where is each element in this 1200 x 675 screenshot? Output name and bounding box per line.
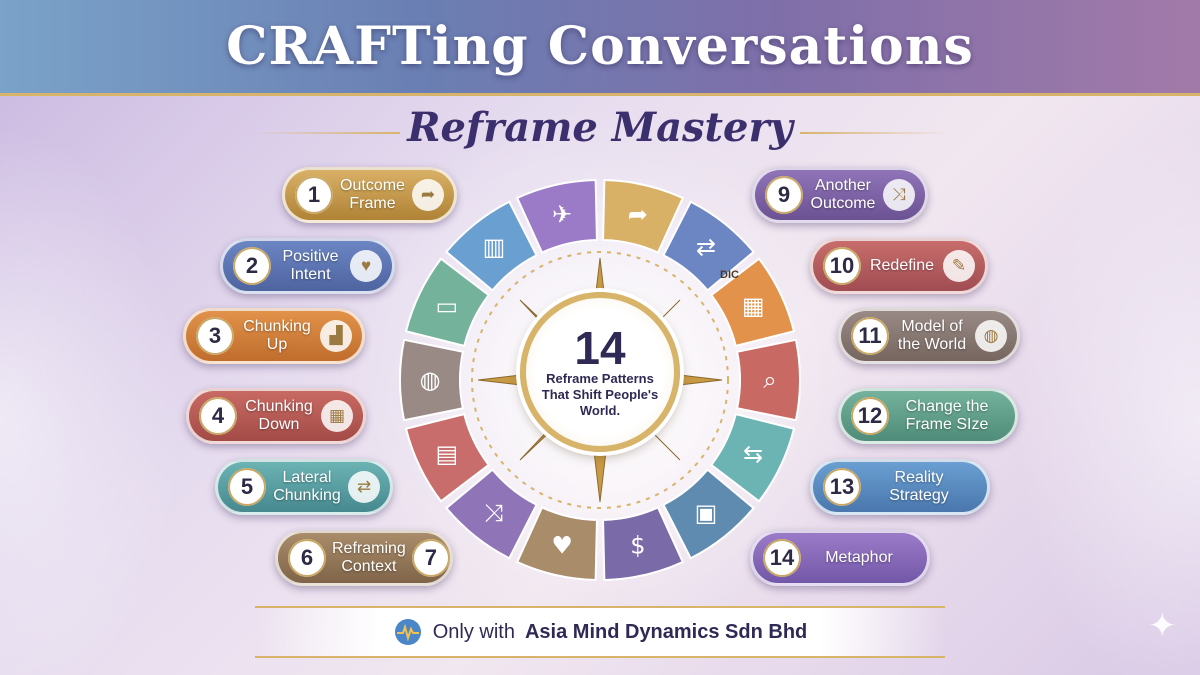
wheel-segment-icon: ⤨ (484, 499, 503, 527)
pattern-number: 13 (823, 468, 861, 506)
subtitle-divider-right (800, 132, 950, 134)
wheel-segment-icon: ✈ (552, 200, 572, 228)
footer-banner: Only with Asia Mind Dynamics Sdn Bhd (255, 606, 945, 658)
sideways-icon: ⇄ (348, 471, 380, 503)
wheel-segment-icon: ◍ (420, 366, 441, 394)
wheel-segment-icon: ➦ (628, 200, 648, 228)
pattern-pill-1: 1 Outcome Frame ➦ (282, 167, 457, 223)
pattern-label: Positive Intent (282, 248, 339, 283)
pattern-label: Metaphor (825, 549, 893, 566)
wheel-icons: ➦ ⇄ ▦ ⌕ ⇆ ▣ $ ♥ ⤨ ▤ ◍ ▭ ▥ ✈ (420, 200, 777, 559)
pattern-number: 5 (228, 468, 266, 506)
pattern-pill-3: 3 Chunking Up ▟ (183, 308, 365, 364)
pattern-pill-12: 12 Change the Frame SIze (838, 388, 1018, 444)
pattern-label: Change the Frame SIze (905, 398, 989, 433)
pattern-label: Chunking Up (243, 318, 311, 353)
subtitle-divider-left (250, 132, 400, 134)
wheel-segments (399, 179, 801, 581)
pattern-number: 6 (288, 539, 326, 577)
pattern-pill-5: 5 Lateral Chunking ⇄ (215, 459, 393, 515)
wheel-segment (444, 468, 538, 560)
pattern-number: 9 (765, 176, 803, 214)
pattern-pill-6-7: 6 Reframing Context 7 (275, 530, 453, 586)
footer-prefix: Only with (432, 620, 515, 643)
pattern-number: 10 (823, 247, 861, 285)
wheel-segment-icon: ▭ (435, 292, 458, 320)
pattern-number: 4 (199, 397, 237, 435)
heart-icon: ♥ (350, 250, 382, 282)
pattern-label: Lateral Chunking (273, 469, 341, 504)
wheel-segment-icon: ▥ (483, 233, 506, 261)
pencil-icon: ✎ (943, 250, 975, 282)
pattern-pill-2: 2 Positive Intent ♥ (220, 238, 395, 294)
pattern-number: 3 (196, 317, 234, 355)
wheel-segment-icon: ⇄ (696, 233, 716, 261)
pattern-number: 12 (851, 397, 889, 435)
shuffle-icon: ⤨ (883, 179, 915, 211)
inner-ring (471, 251, 729, 509)
wheel-segment (709, 412, 796, 503)
wheel-segment (399, 338, 465, 422)
pattern-number: 11 (851, 317, 889, 355)
sparkle-icon: ✦ (1148, 607, 1177, 645)
wheel-segment-icon: ♥ (551, 532, 573, 560)
pattern-label: Reality Strategy (889, 469, 949, 504)
main-title: CRAFTing Conversations (226, 16, 974, 77)
wheel-segment (662, 200, 756, 292)
pattern-pill-14: 14 Metaphor (750, 530, 930, 586)
pattern-label: Another Outcome (810, 177, 876, 212)
pattern-label: Chunking Down (245, 398, 313, 433)
blocks-icon: ▦ (321, 400, 353, 432)
wheel-segment (662, 468, 756, 560)
center-caption: Reframe Patterns That Shift People's Wor… (541, 371, 659, 418)
brain-logo-icon (394, 619, 421, 645)
wheel-segment-icon: ▣ (695, 499, 718, 527)
pattern-label: Redefine (869, 257, 935, 274)
pattern-label: Model of the World (897, 318, 967, 353)
pattern-number: 7 (411, 539, 450, 577)
wheel-segment (404, 412, 491, 503)
wheel-segment-icon: $ (630, 532, 645, 560)
wheel-segment (602, 506, 685, 581)
title-bar: CRAFTing Conversations (0, 0, 1200, 96)
center-badge: 14 Reframe Patterns That Shift People's … (520, 292, 680, 452)
pattern-label: Reframing Context (332, 540, 406, 575)
wheel-segment (515, 179, 598, 254)
wheel-segment (515, 506, 598, 581)
footer-brand: Asia Mind Dynamics Sdn Bhd (524, 620, 808, 643)
arrow-right-icon: ➦ (412, 179, 444, 211)
wheel-segment-icon: ⌕ (763, 366, 776, 394)
wheel-segment-icon: ▤ (435, 440, 458, 468)
pattern-pill-13: 13 Reality Strategy (810, 459, 990, 515)
wheel-segment-icon: ▦ (742, 292, 765, 320)
globe-icon: ◍ (975, 320, 1007, 352)
pattern-pill-4: 4 Chunking Down ▦ (186, 388, 366, 444)
pattern-count: 14 (574, 322, 626, 374)
dictionary-label: DIC (720, 269, 739, 281)
wheel-segment (444, 200, 538, 292)
wheel-segment-icon: ⇆ (743, 440, 763, 468)
pattern-number: 2 (233, 247, 271, 285)
bar-chart-icon: ▟ (320, 320, 352, 352)
pattern-label: Outcome Frame (340, 177, 405, 212)
pattern-number: 1 (295, 176, 333, 214)
wheel-segment (602, 179, 685, 254)
pattern-pill-11: 11 Model of the World ◍ (838, 308, 1020, 364)
wheel-segment (404, 257, 491, 348)
pattern-pill-10: 10 Redefine ✎ (810, 238, 988, 294)
wheel-segment (735, 338, 801, 422)
pattern-number: 14 (763, 539, 801, 577)
subtitle: Reframe Mastery (407, 104, 793, 151)
wheel-segment (709, 257, 796, 348)
pattern-pill-9: 9 Another Outcome ⤨ (752, 167, 928, 223)
